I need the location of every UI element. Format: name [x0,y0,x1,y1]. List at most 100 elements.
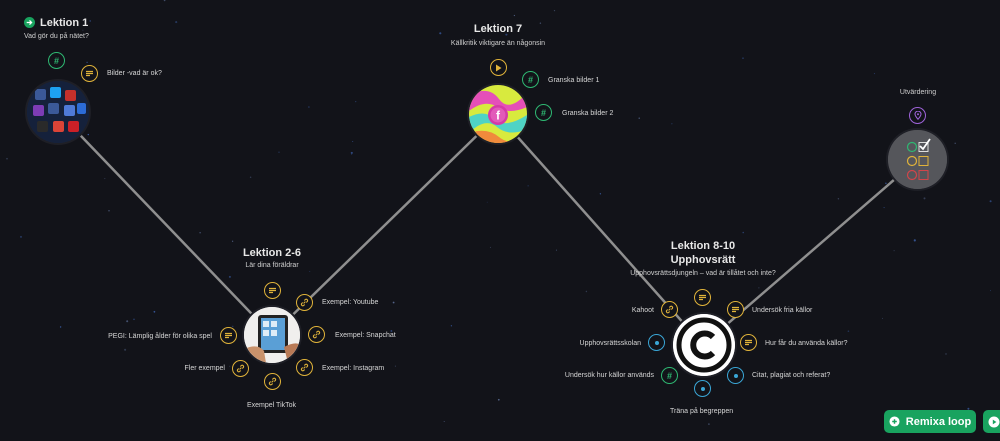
star [873,73,875,75]
lesson7-granska1-button[interactable]: # [522,71,539,88]
link-icon [300,298,309,307]
lesson8-hurfar-button[interactable] [740,334,757,351]
dot-icon [700,386,705,391]
survey-checklist-image [888,130,947,189]
secondary-action-button[interactable] [983,410,1000,433]
star [553,9,556,12]
lesson8-kahoot-label[interactable]: Kahoot [631,307,654,314]
lesson2-top-button[interactable] [264,282,281,299]
lesson2-youtube-button[interactable] [296,294,313,311]
text-lines-icon [86,70,93,77]
star [394,365,396,367]
link-icon [665,305,674,314]
link-icon [312,330,321,339]
lesson1-hash-button[interactable]: # [48,52,65,69]
lesson2-tiktok-button[interactable] [264,373,281,390]
star [228,275,231,278]
lesson2-snapchat-button[interactable] [308,326,325,343]
lesson2-pegi-button[interactable] [220,327,237,344]
lesson8-skolan-label[interactable]: Upphovsrättsskolan [579,340,641,347]
lesson2-fler-label[interactable]: Fler exempel [184,365,225,372]
lesson2-snapchat-label[interactable]: Exempel: Snapchat [335,332,396,339]
star [229,365,231,367]
lesson7-play-button[interactable] [490,59,507,76]
lesson8-anvands-label[interactable]: Undersök hur källor används [564,372,654,379]
star [153,310,156,313]
star [758,287,760,289]
lesson2-node[interactable] [244,307,300,363]
lesson8-citat-label[interactable]: Citat, plagiat och referat? [752,372,831,379]
remix-icon [889,416,900,427]
play-circle-icon [988,416,1000,427]
lesson1-subtitle: Vad gör du på nätet? [24,33,89,40]
evaluation-pin-button[interactable] [909,107,926,124]
star [89,20,91,22]
star [308,106,310,108]
lesson2-subtitle: Lär dina föräldrar [245,262,299,269]
star [883,207,885,209]
star [133,318,135,321]
star [175,21,178,24]
dot-icon [733,373,738,378]
text-lines-icon [732,306,739,313]
star [87,133,90,136]
lesson1-node[interactable] [27,81,89,143]
star [585,290,588,293]
hash-icon: # [53,55,59,66]
lesson2-fler-button[interactable] [232,360,249,377]
path-segment [57,111,273,336]
lesson8-fria-label[interactable]: Undersök fria källor [752,307,813,314]
star [108,210,110,212]
star [989,200,992,203]
lesson2-tiktok-label[interactable]: Exempel TikTok [247,402,297,409]
lesson8-top-button[interactable] [694,289,711,306]
hash-icon: # [540,107,546,118]
lesson8-skolan-button[interactable] [648,334,665,351]
hash-icon: # [527,74,533,85]
lesson8-trana-label[interactable]: Träna på begreppen [670,408,734,415]
social-apps-image [27,81,89,143]
star [527,185,529,187]
star [352,140,354,143]
lesson8-hurfar-label[interactable]: Hur får du använda källor? [765,340,848,347]
star [638,117,640,119]
star [231,240,234,242]
lesson2-pegi-label[interactable]: PEGI: Lämplig ålder för olika spel [108,333,212,340]
star [351,153,353,155]
lesson8-kahoot-button[interactable] [661,301,678,318]
star [497,398,500,401]
remix-loop-button[interactable]: Remixa loop [884,410,976,433]
play-icon [496,64,502,71]
link-icon [236,364,245,373]
lesson2-youtube-label[interactable]: Exempel: Youtube [322,299,379,306]
lesson7-granska2-label[interactable]: Granska bilder 2 [562,110,614,117]
evaluation-node[interactable] [888,130,947,189]
star [505,33,508,36]
lesson8-subtitle: Upphovsrättsdjungeln – vad är tillåtet o… [630,270,776,277]
lesson1-bilder-button[interactable] [81,65,98,82]
link-icon [300,363,309,372]
lesson7-granska1-label[interactable]: Granska bilder 1 [548,77,600,84]
evaluation-title: Utvärdering [899,89,937,96]
lesson8-trana-button[interactable] [694,380,711,397]
star [126,320,129,323]
star [443,420,445,423]
star [555,249,557,251]
star [742,231,744,234]
lesson8-citat-button[interactable] [727,367,744,384]
tablet-image [244,307,300,363]
lesson7-granska2-button[interactable]: # [535,104,552,121]
star [493,22,495,24]
lesson2-instagram-button[interactable] [296,359,313,376]
star [893,250,895,252]
star [945,353,947,355]
star [249,176,252,179]
lesson8-node[interactable] [673,314,735,376]
lesson8-fria-button[interactable] [727,301,744,318]
star [989,290,992,292]
lesson2-instagram-label[interactable]: Exempel: Instagram [322,365,385,372]
lesson8-anvands-button[interactable]: # [661,367,678,384]
lesson7-node[interactable]: f [469,85,527,143]
lesson1-bilder-label[interactable]: Bilder -vad är ok? [107,70,162,77]
star [392,301,395,304]
